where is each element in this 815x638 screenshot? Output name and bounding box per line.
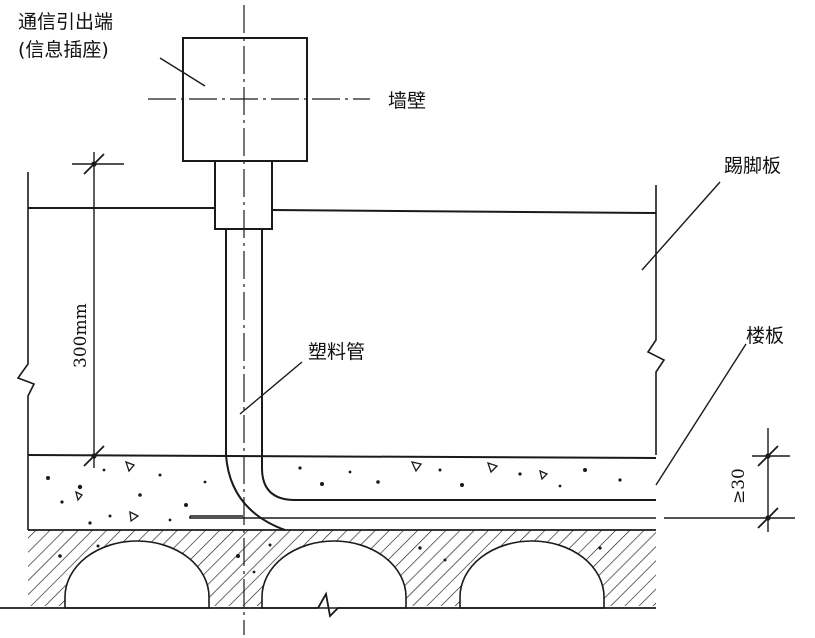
outlet-label-line2: (信息插座) <box>18 39 109 61</box>
cover-dimension-label: ≥30 <box>729 468 749 504</box>
height-dimension: 300mm <box>71 152 124 468</box>
skirting-label: 踢脚板 <box>724 155 781 177</box>
skirting-board <box>16 172 666 530</box>
floor-slab-label: 楼板 <box>746 325 784 347</box>
conduit-horizontal <box>189 228 656 531</box>
cover-dimension: ≥30 <box>664 428 795 532</box>
pipe-label: 塑料管 <box>308 341 365 363</box>
leader-lines <box>159 57 747 486</box>
centerlines <box>148 5 370 635</box>
outlet-label-line1: 通信引出端 <box>18 11 113 33</box>
labels: 通信引出端 (信息插座) 墙壁 踢脚板 塑料管 楼板 <box>18 11 784 363</box>
wall-label: 墙壁 <box>388 90 426 112</box>
outlet-box <box>182 37 308 230</box>
screed-layer <box>27 454 657 574</box>
height-dimension-label: 300mm <box>71 303 91 368</box>
floor-slab <box>0 529 656 618</box>
